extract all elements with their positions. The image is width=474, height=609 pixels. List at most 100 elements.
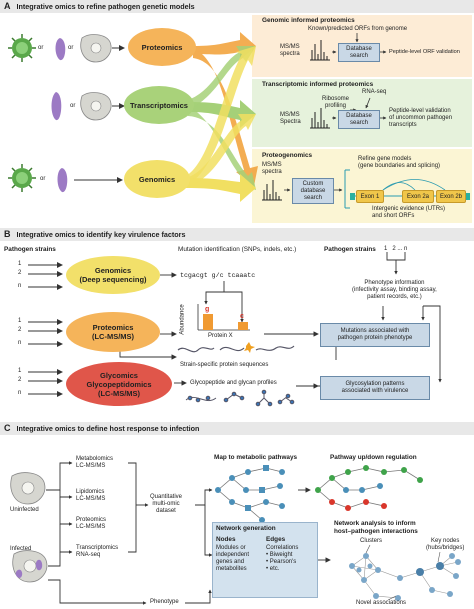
panel-c-letter: C <box>4 423 11 433</box>
glycosylation-box: Glycosylation patterns associated with v… <box>320 376 430 400</box>
ribosome-profiling-label: Ribosome profiling <box>322 96 350 109</box>
host-cell-icon-2 <box>80 92 112 121</box>
network-nodes <box>349 553 461 601</box>
genomics-ellipse: Genomics <box>124 160 190 198</box>
peptide-orf-label: Peptide-level ORF validation <box>389 49 460 55</box>
strain-1-label-3: 1 <box>18 368 22 374</box>
flow-arrows <box>186 32 258 202</box>
bacterium-icon <box>55 38 66 61</box>
bacterium-icon-2 <box>51 92 62 121</box>
key-nodes-label: Key nodes (hubs/bridges) <box>426 538 465 551</box>
g-variant-label: g <box>205 306 210 313</box>
msms-spectra-1: MS/MS spectra <box>280 44 300 57</box>
metabolomics-label: Metabolomics LC-MS/MS <box>76 456 114 469</box>
novel-associations-label: Novel associations <box>356 600 407 606</box>
protein-sequence-squiggles <box>177 345 295 353</box>
phenotype-label-c: Phenotype <box>150 599 179 605</box>
genomic-informed-title: Genomic informed proteomics <box>262 17 355 24</box>
strain-n-label-3: n <box>18 390 22 396</box>
panel-c-flow-lines <box>46 461 331 605</box>
infected-label: Infected <box>10 546 32 552</box>
host-cell-icon <box>80 34 112 63</box>
utr-marker-1 <box>350 193 355 200</box>
exon-2a: Exon 2a <box>402 190 434 203</box>
map-pathways-label: Map to metabolic pathways <box>214 454 298 461</box>
abundance-axis-label: Abundance <box>179 304 186 335</box>
peptide-uncommon-label: Peptide-level validation of uncommon pat… <box>389 108 453 128</box>
virus-icon-2 <box>8 164 36 192</box>
network-generation-panel <box>212 522 318 598</box>
exon-1: Exon 1 <box>356 190 384 203</box>
proteogenomics-title: Proteogenomics <box>262 152 313 159</box>
strain-2-label: 2 <box>18 270 22 276</box>
or-label-2: or <box>68 45 74 51</box>
rnaseq-label: RNA-seq <box>362 89 387 95</box>
panel-b-header: B Integrative omics to identify key viru… <box>0 228 474 241</box>
edges-description: Correlations • Biweight • Pearson's • et… <box>266 545 299 572</box>
network-generation-title: Network generation <box>216 525 276 532</box>
arrow-transcriptomics-to-genomic <box>188 46 256 110</box>
mutation-identification-label: Mutation identification (SNPs, indels, e… <box>178 246 297 253</box>
quantitative-dataset-label: Quantitative multi-omic dataset <box>150 494 183 514</box>
panel-a-title: Integrative omics to refine pathogen gen… <box>16 2 195 11</box>
infected-cell-icon <box>12 550 48 583</box>
upregulated-nodes <box>315 465 423 493</box>
glycomics-ellipse: Glycomics Glycopeptidomics (LC-MS/MS) <box>66 362 172 406</box>
database-search-box-1: Database search <box>338 43 380 62</box>
pathway-nodes <box>215 465 285 523</box>
pathogen-strains-label-2: Pathogen strains <box>324 246 376 253</box>
proteomics-lcms-ellipse: Proteomics (LC-MS/MS) <box>66 312 160 352</box>
strain-n-label-2: n <box>18 340 22 346</box>
proteomics-label-c: Proteomics LC-MS/MS <box>76 517 107 530</box>
metabolic-pathway-network <box>217 467 283 521</box>
strain-specific-label: Strain-specific protein sequences <box>180 362 269 368</box>
splice-junction-2 <box>382 179 446 191</box>
database-search-box-2: Database search <box>338 110 380 129</box>
spectra-plot-3 <box>262 180 282 201</box>
proteomics-ellipse: Proteomics <box>128 28 196 66</box>
panel-b-title: Integrative omics to identify key virule… <box>16 230 186 239</box>
glyco-profiles-label: Glycopeptide and glycan profiles <box>190 380 277 386</box>
msms-spectra-3: MS/MS spectra <box>262 162 282 175</box>
proteogenomics-bg <box>252 149 472 223</box>
panel-a-header: A Integrative omics to refine pathogen g… <box>0 0 474 13</box>
intergenic-label: Intergenic evidence (UTRs) and short ORF… <box>372 206 446 219</box>
interaction-network <box>351 555 459 599</box>
panel-c-title: Integrative omics to define host respons… <box>16 424 200 433</box>
pathogen-strains-label: Pathogen strains <box>4 246 56 253</box>
downregulated-nodes <box>329 499 387 511</box>
mutation-star-icon <box>244 342 255 353</box>
known-orfs-label: Known/predicted ORFs from genome <box>308 26 408 32</box>
spectra-plot-2 <box>310 108 330 129</box>
or-label-3: or <box>70 103 76 109</box>
panel-a-letter: A <box>4 1 11 11</box>
lipidomics-label: Lipidomics LC-MS/MS <box>76 489 106 502</box>
transcriptomic-informed-title: Transcriptomic informed proteomics <box>262 81 374 88</box>
strain-2-label-3: 2 <box>18 377 22 383</box>
abundance-chart <box>197 304 250 331</box>
pathway-regulation-label: Pathway up/down regulation <box>330 454 417 461</box>
strain-1-label-2: 1 <box>18 318 22 324</box>
or-label-4: or <box>40 176 46 182</box>
or-label-1: or <box>38 45 44 51</box>
arrow-transcriptomics-to-proteogenomics <box>188 106 256 190</box>
network-analysis-label: Network analysis to inform host–pathogen… <box>334 520 418 535</box>
transcriptomics-ellipse: Transcriptomics <box>124 86 194 124</box>
abundance-bar-c <box>238 322 248 330</box>
nodes-title: Nodes <box>216 536 236 543</box>
bacterium-icon-3 <box>57 168 68 193</box>
refine-gene-models-label: Refine gene models (gene boundaries and … <box>358 156 441 169</box>
msms-spectra-2: MS/MS Spectra <box>280 112 301 125</box>
dna-sequence: tcgacgt g/c tcaaatc <box>180 272 256 279</box>
strain-arrows <box>28 262 63 397</box>
panel-b-letter: B <box>4 229 11 239</box>
genomics-deep-ellipse: Genomics (Deep sequencing) <box>66 256 160 294</box>
strain-1-label: 1 <box>18 261 22 267</box>
clusters-label: Clusters <box>360 538 383 544</box>
strain-2-label-2: 2 <box>18 327 22 333</box>
virus-icon <box>8 34 36 62</box>
strain-n-label: n <box>18 283 22 289</box>
arrow-proteomics-to-proteogenomics <box>193 48 258 186</box>
arrow-genomics-to-proteogenomics <box>186 174 256 202</box>
